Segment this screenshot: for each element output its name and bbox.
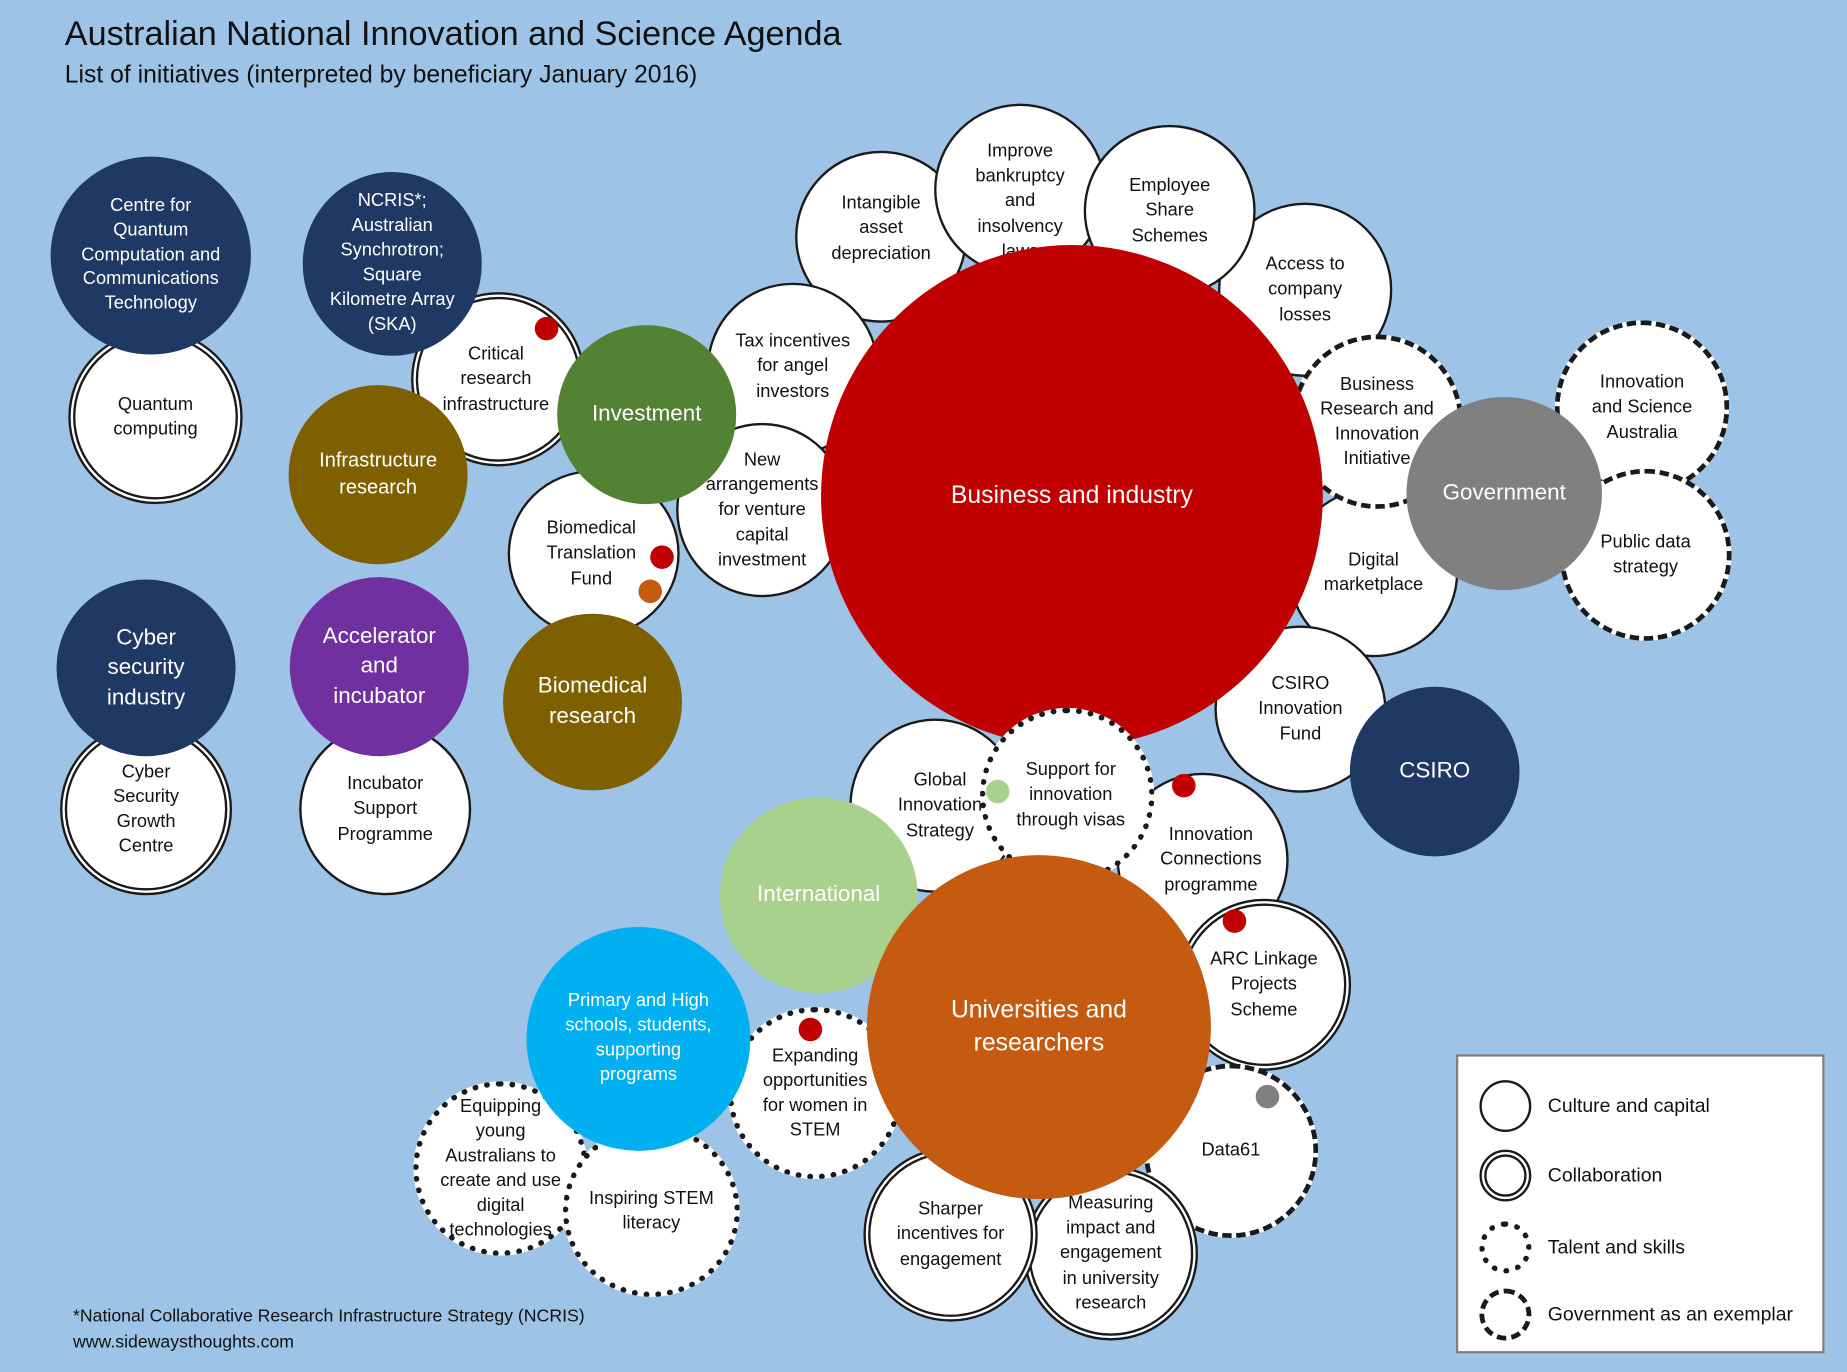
red-marker-dot	[1172, 773, 1196, 798]
red-marker-dot	[534, 316, 559, 341]
collab-swatch-icon	[1479, 1149, 1532, 1202]
red-marker-dot	[650, 545, 674, 569]
orange-marker-dot	[638, 579, 662, 604]
green-marker-dot	[985, 779, 1010, 804]
website-credit: www.sidewaysthoughts.com	[73, 1332, 295, 1353]
cyber-security-category: Cyber security industry	[56, 579, 236, 757]
visas-bubble: Support for innovation through visas	[980, 707, 1155, 883]
page-title: Australian National Innovation and Scien…	[64, 15, 842, 54]
accelerator-category: Accelerator and incubator	[289, 577, 469, 757]
page-subtitle: List of initiatives (interpreted by bene…	[64, 61, 698, 89]
culture-swatch-icon	[1479, 1080, 1532, 1132]
quantum-computing-bubble: Quantum computing	[68, 329, 243, 505]
business-industry-category: Business and industry	[821, 245, 1323, 747]
quantum-centre-category: Centre for Quantum Computation and Commu…	[50, 156, 251, 355]
universities-category: Universities and researchers	[866, 855, 1211, 1200]
ncris-category: NCRIS*; Australian Synchrotron; Square K…	[302, 171, 482, 356]
legend: Culture and capital Collaboration Talent…	[1455, 1054, 1825, 1354]
inspiring-bubble: Inspiring STEM literacy	[563, 1124, 740, 1297]
gray-marker-dot	[1255, 1084, 1280, 1109]
legend-item-talent: Talent and skills	[1479, 1221, 1685, 1274]
csiro-category: CSIRO	[1349, 686, 1520, 857]
investment-category: Investment	[557, 325, 737, 505]
legend-item-collab: Collaboration	[1479, 1149, 1662, 1202]
gov-swatch-icon	[1479, 1288, 1532, 1341]
biomedical-research-category: Biomedical research	[502, 613, 683, 791]
footnote: *National Collaborative Research Infrast…	[73, 1306, 585, 1327]
talent-swatch-icon	[1479, 1221, 1532, 1274]
red-marker-dot	[1222, 909, 1247, 933]
schools-category: Primary and High schools, students, supp…	[526, 927, 751, 1151]
red-marker-dot	[798, 1017, 823, 1042]
legend-item-culture: Culture and capital	[1479, 1080, 1710, 1132]
legend-item-gov: Government as an exemplar	[1479, 1288, 1793, 1341]
infrastructure-research-category: Infrastructure research	[288, 385, 468, 565]
government-category: Government	[1406, 396, 1602, 591]
